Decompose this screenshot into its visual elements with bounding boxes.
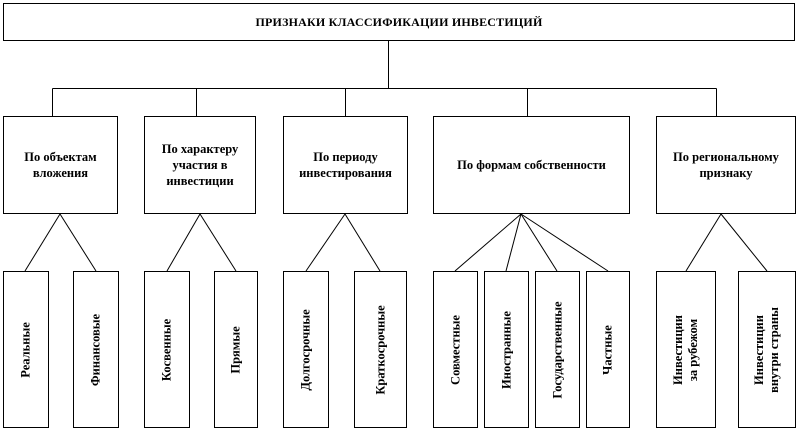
fan-line [720, 213, 768, 272]
category-by-investment-object: По объектам вложения [3, 116, 118, 214]
fan-line [24, 213, 61, 272]
category-by-participation: По характеру участия в инвестиции [144, 116, 256, 214]
leaf-label: Краткосрочные [373, 304, 387, 395]
fan-line [344, 213, 381, 272]
fan-line [59, 213, 97, 272]
leaf-private-investments: Частные [586, 271, 630, 428]
leaf-investments-abroad: Инвестиции за рубежом [656, 271, 716, 428]
leaf-joint-investments: Совместные [433, 271, 478, 428]
fan-line [505, 213, 522, 272]
leaf-indirect-investments: Косвенные [144, 271, 190, 428]
leaf-label: Косвенные [159, 318, 174, 381]
leaf-real-investments: Реальные [3, 271, 49, 428]
fan-line [166, 213, 201, 272]
leaf-label: Государственные [550, 300, 564, 399]
fan-line [520, 213, 558, 272]
leaf-label: Совместные [448, 314, 462, 385]
leaf-label: Частные [600, 324, 615, 375]
category-by-ownership: По формам собственности [433, 116, 630, 214]
leaf-label: Иностранные [499, 310, 513, 389]
category-by-period: По периоду инвестирования [283, 116, 408, 214]
category-by-region: По региональному признаку [656, 116, 796, 214]
fan-line [520, 213, 609, 272]
diagram-title: ПРИЗНАКИ КЛАССИФИКАЦИИ ИНВЕСТИЦИЙ [3, 3, 795, 41]
fan-line [305, 213, 346, 272]
leaf-label: Реальные [18, 321, 33, 378]
fan-line [685, 213, 722, 272]
leaf-long-term-investments: Долгосрочные [283, 271, 329, 428]
leaf-domestic-investments: Инвестиции внутри страны [738, 271, 796, 428]
leaf-label: Инвестиции внутри страны [752, 306, 781, 393]
leaf-direct-investments: Прямые [214, 271, 258, 428]
leaf-label: Финансовые [88, 313, 103, 386]
leaf-state-investments: Государственные [535, 271, 580, 428]
leaf-financial-investments: Финансовые [73, 271, 119, 428]
leaf-label: Долгосрочные [298, 308, 313, 391]
leaf-short-term-investments: Краткосрочные [354, 271, 407, 428]
fan-line [454, 213, 522, 272]
leaf-label: Инвестиции за рубежом [671, 314, 700, 385]
fan-line [199, 213, 237, 272]
leaf-label: Прямые [228, 325, 243, 374]
leaf-foreign-investments: Иностранные [484, 271, 529, 428]
